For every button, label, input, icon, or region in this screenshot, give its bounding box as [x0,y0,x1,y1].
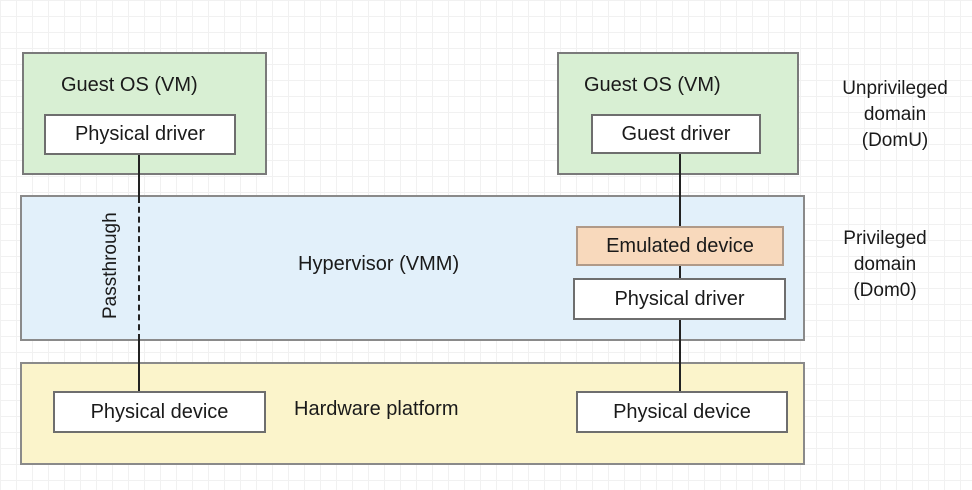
right-guest-os-title: Guest OS (VM) [584,74,721,96]
privileged-line-2: domain [853,254,917,275]
left-physical-device-box: Physical device [53,391,266,433]
unprivileged-line-2: domain [863,104,927,125]
hypervisor-physical-driver-box: Physical driver [573,278,786,320]
passthrough-dashed-line [138,197,140,340]
left-guest-os-title: Guest OS (VM) [61,74,198,96]
unprivileged-line-3: (DomU) [861,130,929,151]
right-physical-device-box: Physical device [576,391,788,433]
right-guest-driver-box: Guest driver [591,114,761,154]
unprivileged-domain-label: Unprivileged domain (DomU) [820,76,970,154]
hypervisor-label: Hypervisor (VMM) [298,253,460,275]
left-passthrough-line-top [138,155,140,197]
left-physical-driver-box: Physical driver [44,114,236,155]
right-guest-os: Guest OS (VM) [557,52,799,175]
privileged-line-3: (Dom0) [853,280,917,301]
emulated-device-box: Emulated device [576,226,784,266]
left-passthrough-line-bottom [138,340,140,392]
privileged-domain-label: Privileged domain (Dom0) [810,226,960,304]
right-guest-to-emulated-line [679,153,681,227]
hardware-platform-label: Hardware platform [294,398,459,420]
privileged-line-1: Privileged [843,228,927,249]
passthrough-label: Passthrough [100,212,121,319]
right-driver-to-device-line [679,319,681,392]
right-emulated-to-driver-line [679,265,681,279]
unprivileged-line-1: Unprivileged [842,78,948,99]
